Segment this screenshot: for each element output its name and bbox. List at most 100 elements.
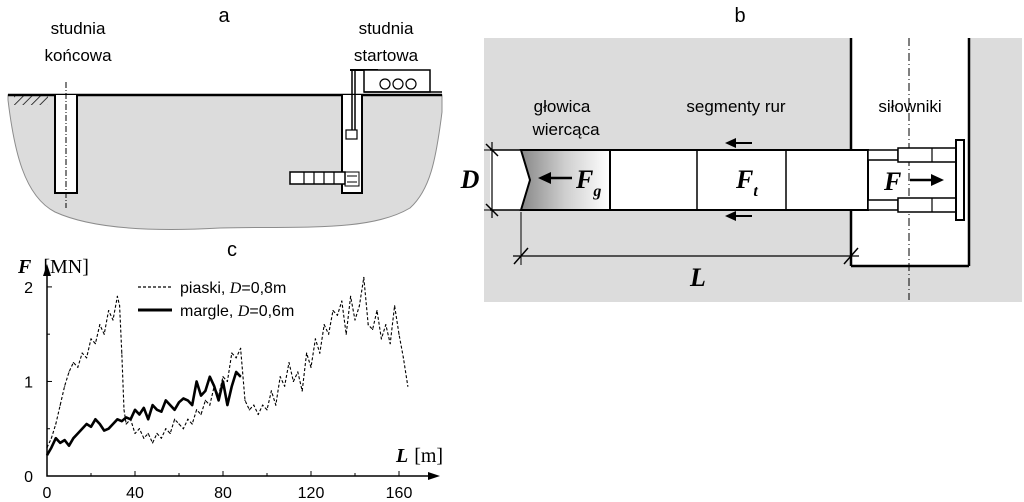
data-point (306, 352, 308, 354)
data-point (121, 420, 123, 422)
data-point (143, 437, 145, 439)
data-point (169, 432, 171, 435)
data-point (363, 276, 365, 279)
head-force-label: Fg (575, 165, 601, 200)
data-point (310, 366, 312, 368)
data-point (398, 333, 400, 335)
data-point (402, 357, 404, 359)
data-point (288, 361, 290, 364)
data-point (196, 409, 198, 411)
data-point (191, 423, 193, 425)
data-point (103, 333, 105, 335)
data-point (200, 413, 202, 416)
data-point (336, 314, 338, 316)
start-well (342, 95, 362, 193)
data-point (182, 397, 184, 400)
data-point (138, 413, 140, 416)
data-point (187, 399, 189, 401)
data-point (182, 428, 184, 430)
x-tick-label: 120 (298, 485, 325, 502)
data-point (169, 404, 171, 406)
data-point (94, 343, 96, 345)
data-point (204, 399, 206, 401)
data-point (240, 347, 242, 349)
panel-c-letter: c (227, 239, 237, 261)
data-point (240, 376, 242, 378)
panel-b-letter: b (734, 5, 745, 27)
data-point (64, 385, 66, 387)
data-point (253, 404, 255, 406)
data-point (222, 376, 224, 378)
data-point (99, 423, 101, 425)
start-well-label-2: startowa (354, 46, 419, 65)
x-tick-label: 40 (126, 485, 144, 502)
data-point (376, 309, 378, 312)
data-point (125, 416, 127, 418)
data-point (367, 324, 369, 326)
data-point (77, 432, 79, 435)
x-tick-label: 0 (43, 485, 52, 502)
data-point (55, 437, 57, 439)
data-point (125, 423, 127, 425)
start-well-label-1: studnia (359, 19, 414, 38)
data-point (270, 390, 272, 392)
data-point (59, 404, 61, 406)
data-point (235, 371, 237, 373)
chart-legend: piaski, D=0,8m margle, D=0,6m (138, 280, 294, 320)
data-point (174, 409, 176, 411)
data-point (266, 409, 268, 411)
data-point (314, 338, 316, 340)
data-point (372, 328, 374, 331)
drill-head-label-1: głowica (534, 97, 591, 116)
y-axis-arrow (43, 264, 51, 276)
crane-hook-block (345, 129, 358, 140)
data-point (319, 352, 321, 354)
actuators-label: siłowniki (878, 97, 941, 116)
data-point (152, 442, 154, 444)
legend-item-margle: margle, D=0,6m (180, 303, 294, 320)
data-point (68, 371, 70, 373)
data-point (178, 423, 180, 425)
drill-head (519, 149, 611, 211)
data-point (72, 361, 74, 364)
data-point (328, 333, 330, 335)
data-point (244, 399, 246, 401)
data-point (50, 447, 53, 449)
data-point (275, 404, 277, 406)
data-point (64, 439, 66, 441)
data-point (46, 447, 48, 449)
series-line-margle (45, 370, 242, 456)
y-tick-label: 2 (24, 280, 33, 297)
data-point (257, 413, 259, 416)
data-point (46, 454, 48, 456)
data-point (143, 407, 145, 409)
data-point (94, 418, 96, 420)
data-point (323, 324, 325, 326)
drill-head-label-2: wiercąca (531, 120, 600, 139)
data-point (103, 430, 105, 432)
data-point (231, 385, 233, 387)
data-point (138, 428, 140, 430)
data-point (59, 442, 61, 444)
data-point (86, 423, 88, 425)
data-point (394, 305, 396, 307)
data-point (178, 401, 180, 403)
chart-axes (46, 268, 430, 477)
data-point (196, 380, 198, 383)
data-point (248, 409, 250, 411)
data-point (147, 418, 149, 420)
x-axis-arrow (428, 472, 440, 480)
pipe-icon (379, 78, 391, 90)
data-point (200, 395, 202, 397)
panel-a: a studnia końcowa studnia startowa (7, 5, 443, 230)
pipe-segments (609, 149, 869, 211)
data-point (112, 319, 114, 321)
data-point (209, 376, 211, 378)
data-point (292, 380, 294, 383)
data-point (284, 385, 286, 387)
data-point (350, 295, 352, 297)
data-point (187, 418, 189, 420)
data-point (160, 437, 162, 439)
